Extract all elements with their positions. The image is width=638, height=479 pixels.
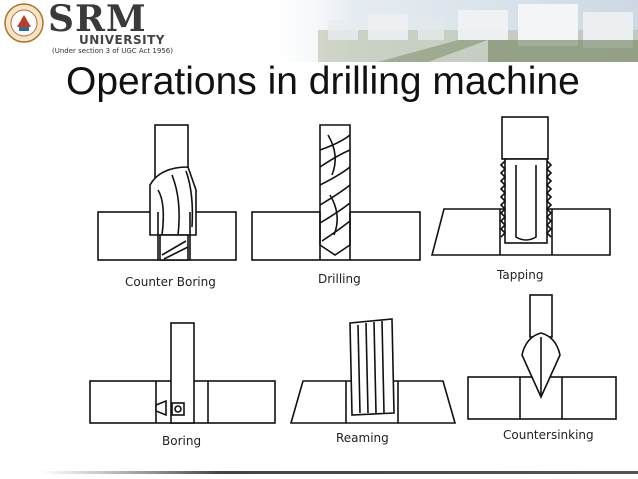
brand-name: SRM [48, 0, 147, 40]
slide-header: SRM UNIVERSITY (Under section 3 of UGC A… [0, 0, 638, 62]
boring-figure [89, 322, 276, 424]
brand-subtitle: UNIVERSITY [79, 33, 165, 47]
counter-boring-label: Counter Boring [125, 275, 216, 289]
tapping-figure [430, 116, 611, 256]
counter-boring-figure [97, 124, 237, 261]
slide-title: Operations in drilling machine [66, 60, 580, 103]
footer-rule [40, 471, 638, 474]
reaming-label: Reaming [336, 431, 389, 445]
countersinking-label: Countersinking [503, 428, 594, 442]
university-seal-logo [4, 3, 44, 43]
reaming-figure [289, 318, 457, 424]
drilling-operations-diagram: Counter Boring Drilling Tapping [89, 116, 617, 448]
tapping-label: Tapping [496, 268, 544, 282]
boring-label: Boring [162, 434, 201, 448]
campus-photo-banner [258, 0, 638, 62]
drilling-label: Drilling [318, 272, 361, 286]
brand-act-note: (Under section 3 of UGC Act 1956) [52, 47, 173, 55]
drilling-figure [251, 124, 421, 261]
countersinking-figure [467, 294, 617, 420]
